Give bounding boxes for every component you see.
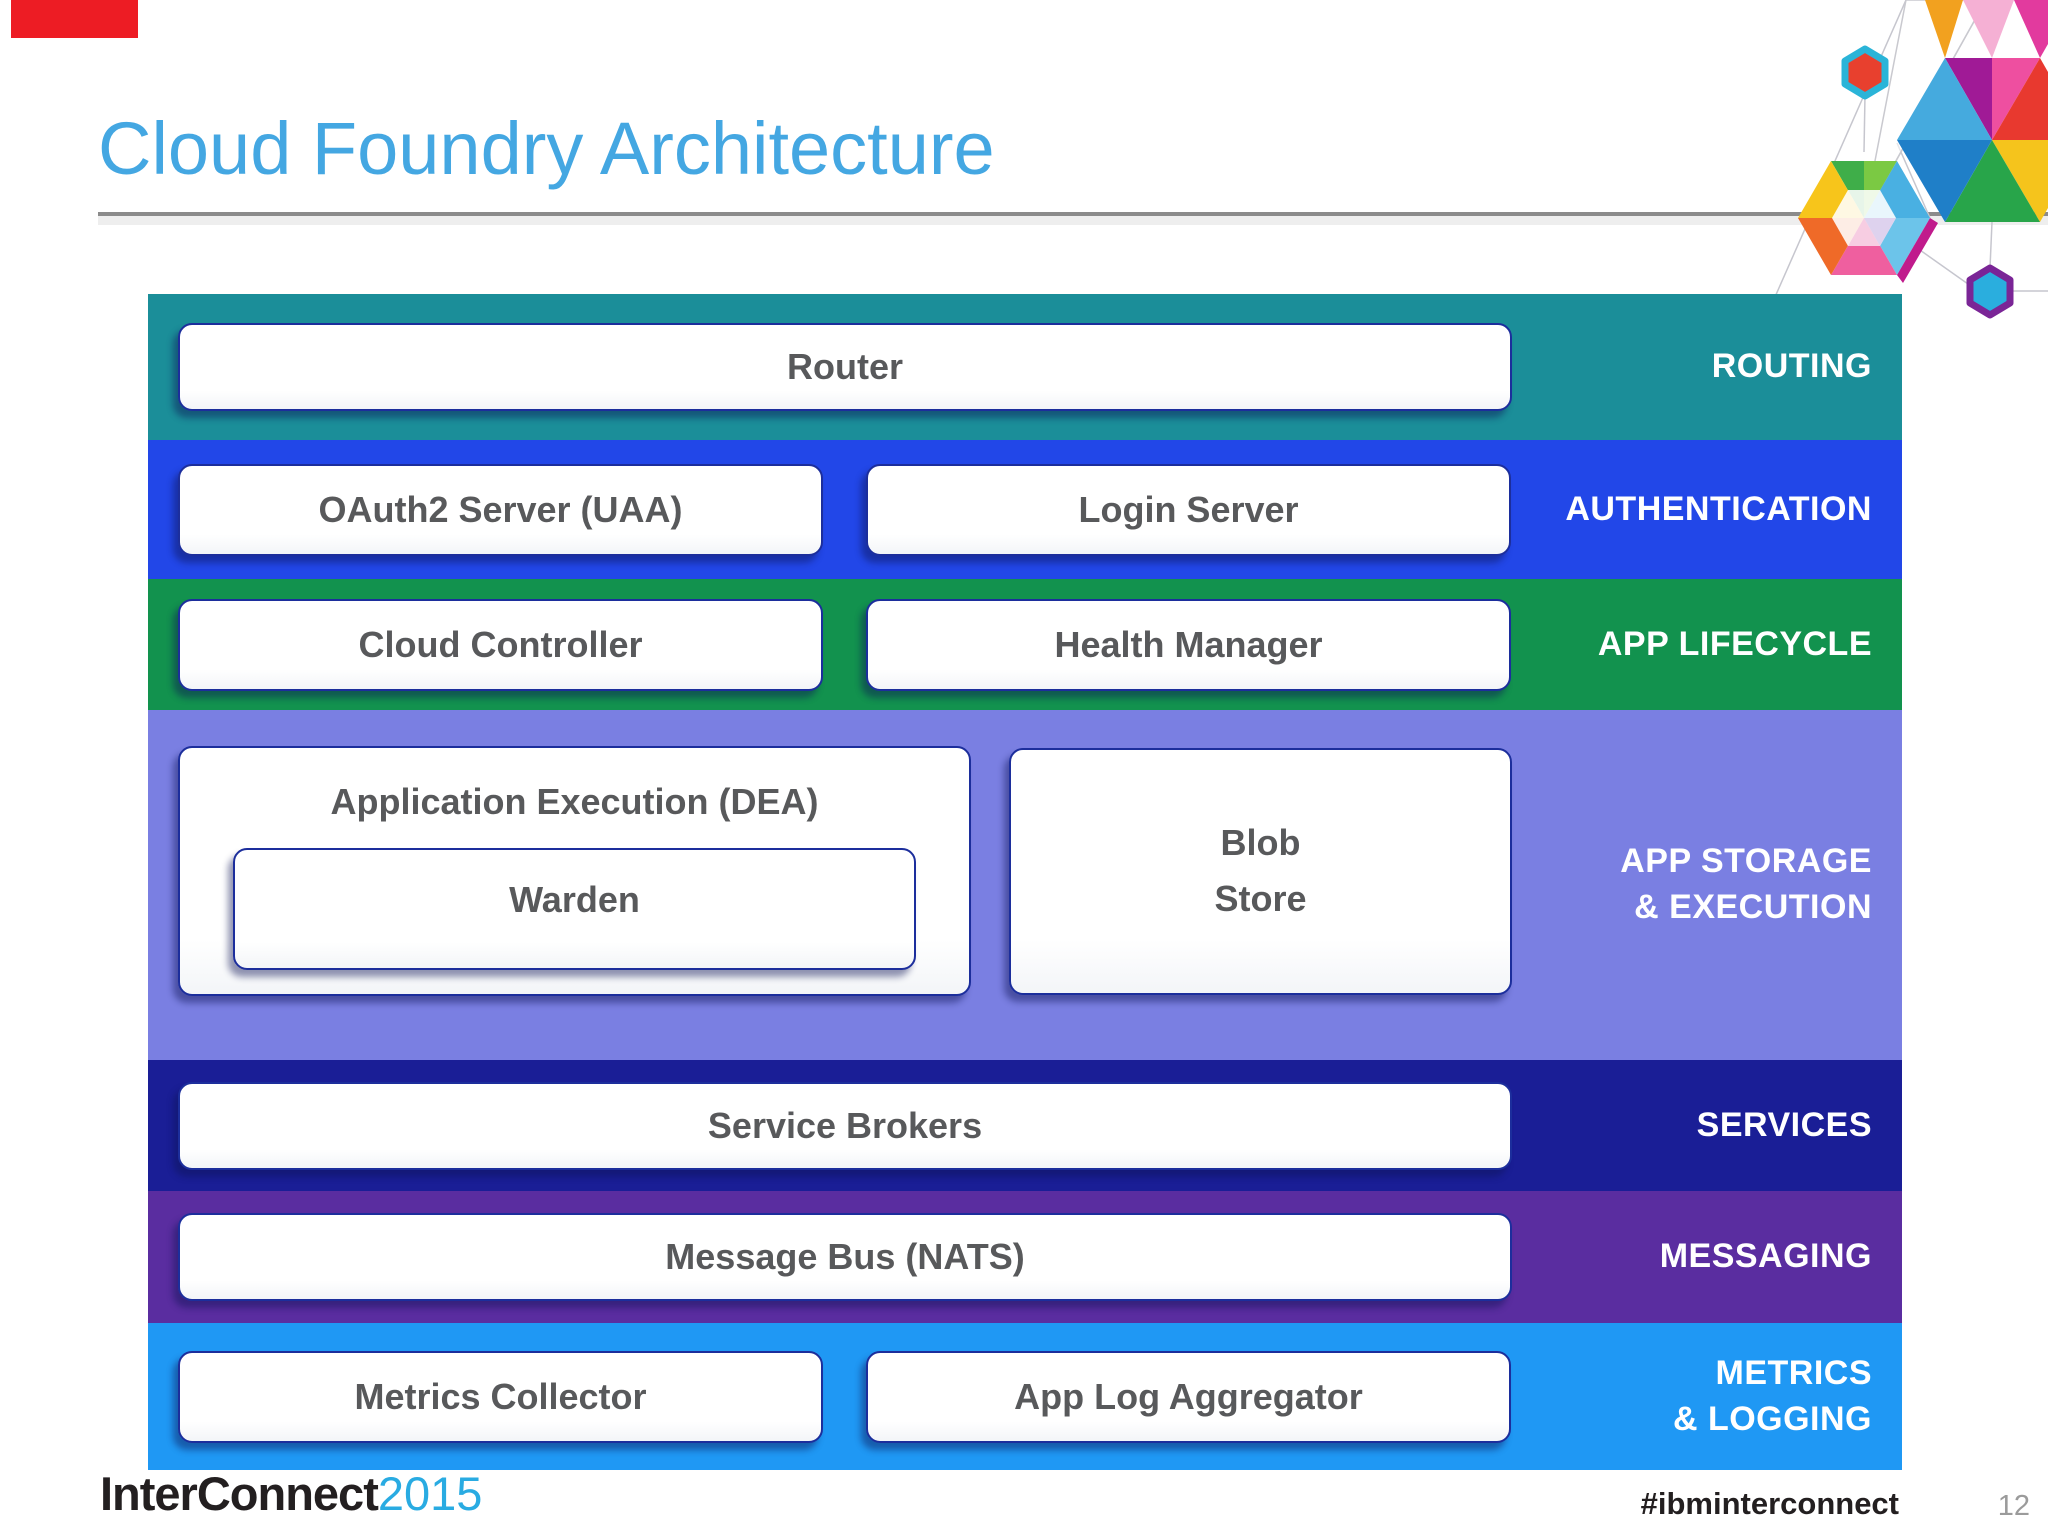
band-routing: Router ROUTING: [148, 294, 1902, 440]
component-label: Metrics Collector: [354, 1375, 647, 1417]
band-boxes: Service Brokers: [148, 1081, 1512, 1170]
band-boxes: Message Bus (NATS): [148, 1213, 1512, 1301]
component-box-message-bus-nats: Message Bus (NATS): [178, 1213, 1512, 1301]
band-services: Service Brokers SERVICES: [148, 1060, 1902, 1191]
title-divider: [98, 212, 2048, 216]
band-boxes: OAuth2 Server (UAA) Login Server: [148, 463, 1512, 556]
component-box-cloud-controller: Cloud Controller: [178, 598, 823, 691]
interconnect-logo-year: 2015: [377, 1467, 483, 1520]
component-label: OAuth2 Server (UAA): [318, 488, 683, 530]
band-boxes: Metrics Collector App Log Aggregator: [148, 1350, 1512, 1443]
ibm-interconnect-hexagon-graphic: [1755, 0, 2048, 340]
page-title: Cloud Foundry Architecture: [98, 107, 995, 190]
component-box-warden: Warden: [233, 847, 916, 970]
component-label: Application Execution (DEA): [330, 781, 819, 822]
interconnect-logo-name: InterConnect: [100, 1467, 379, 1520]
component-label: Login Server: [1078, 488, 1299, 530]
band-boxes: Router: [148, 323, 1512, 411]
band-metrics-logging: Metrics Collector App Log Aggregator METR…: [148, 1323, 1902, 1470]
band-label: AUTHENTICATION: [1565, 489, 1872, 528]
band-label: MESSAGING: [1659, 1237, 1872, 1276]
band-app-lifecycle: Cloud Controller Health Manager APP LIFEC…: [148, 579, 1902, 710]
component-box-application-execution-dea: Application Execution (DEA) Warden: [178, 746, 971, 996]
component-box-oauth2-server-uaa: OAuth2 Server (UAA): [178, 463, 823, 556]
component-label: Health Manager: [1054, 623, 1323, 665]
band-boxes: Cloud Controller Health Manager: [148, 598, 1512, 691]
band-label: METRICS& LOGGING: [1672, 1353, 1872, 1438]
band-label: SERVICES: [1696, 1105, 1872, 1144]
component-label: Message Bus (NATS): [665, 1236, 1025, 1278]
architecture-diagram: Router ROUTING OAuth2 Server (UAA) Login …: [148, 294, 1902, 1470]
band-messaging: Message Bus (NATS) MESSAGING: [148, 1191, 1902, 1323]
component-box-service-brokers: Service Brokers: [178, 1081, 1512, 1170]
component-box-router: Router: [178, 323, 1512, 411]
component-box-app-log-aggregator: App Log Aggregator: [866, 1350, 1511, 1443]
video-progress-marker: [11, 0, 138, 38]
component-label: App Log Aggregator: [1014, 1375, 1363, 1417]
component-label: Warden: [509, 878, 640, 920]
band-authentication: OAuth2 Server (UAA) Login Server AUTHENTI…: [148, 440, 1902, 579]
nested-components: Warden: [180, 830, 969, 970]
component-label: Service Brokers: [707, 1104, 983, 1146]
event-hashtag: #ibminterconnect: [1640, 1486, 1899, 1521]
band-label: ROUTING: [1711, 347, 1872, 386]
band-label: APP STORAGE& EXECUTION: [1620, 842, 1872, 926]
band-label: APP LIFECYCLE: [1597, 624, 1872, 663]
interconnect-logo: InterConnect2015: [100, 1466, 482, 1521]
component-label: Router: [787, 346, 903, 388]
component-box-login-server: Login Server: [866, 463, 1511, 556]
page-number: 12: [1997, 1490, 2030, 1522]
component-box-metrics-collector: Metrics Collector: [178, 1350, 823, 1443]
component-box-health-manager: Health Manager: [866, 598, 1511, 691]
title-divider-light: [98, 216, 2048, 225]
component-label: Cloud Controller: [358, 623, 643, 665]
